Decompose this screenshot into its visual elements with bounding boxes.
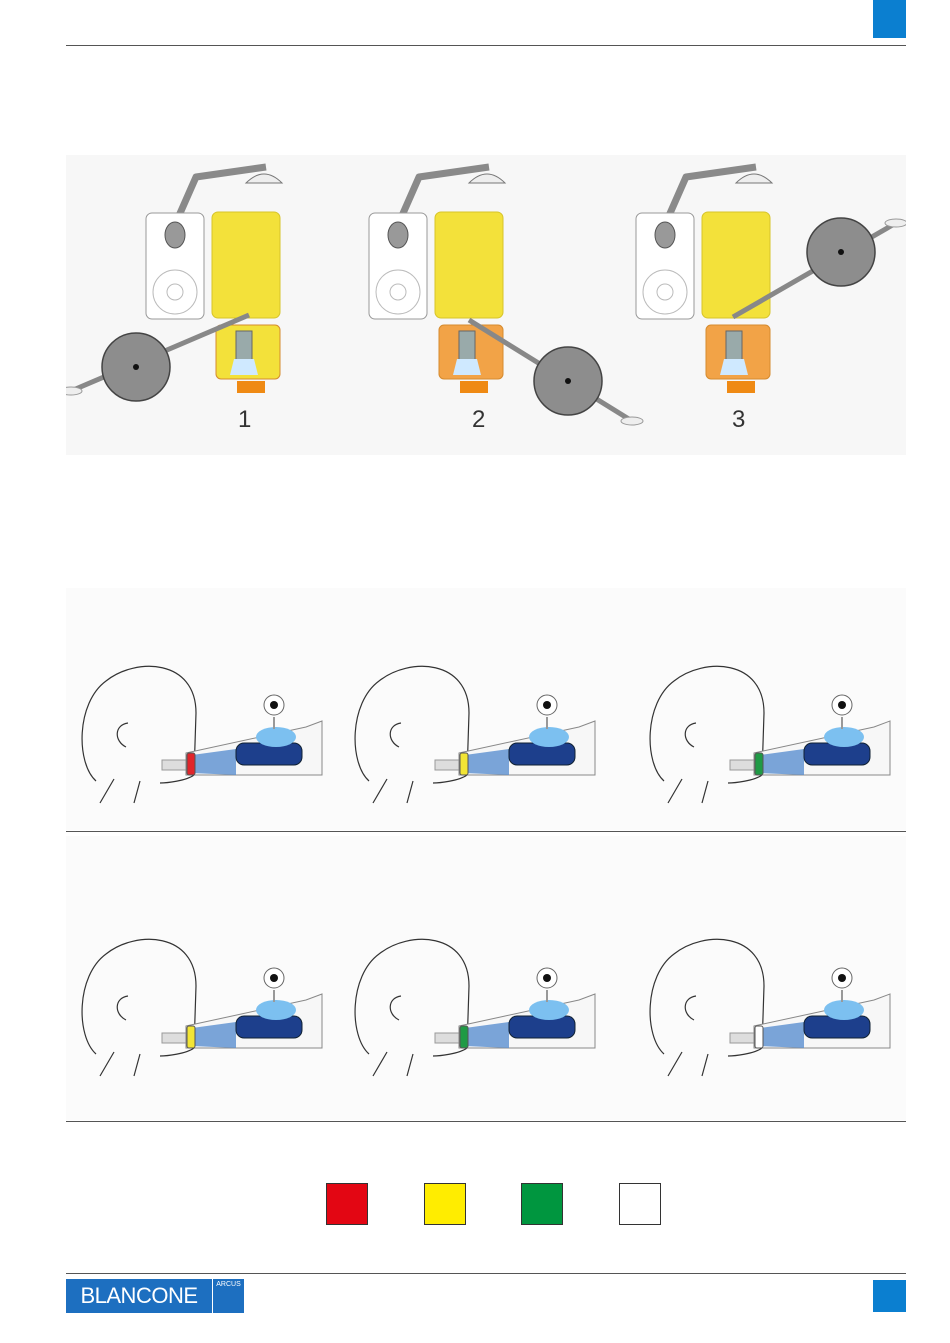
display-icon <box>824 727 864 747</box>
stool-hub <box>565 378 571 384</box>
legend-swatch-yellow <box>424 1183 466 1225</box>
legend-swatch-red <box>326 1183 368 1225</box>
stool-hub <box>838 249 844 255</box>
foot-rest <box>237 381 265 393</box>
legend-swatch-white <box>619 1183 661 1225</box>
positioning-diagram <box>66 155 906 455</box>
status-band <box>460 1026 468 1048</box>
stool-hub <box>133 364 139 370</box>
foot-rest <box>460 381 488 393</box>
display-icon <box>529 1000 569 1020</box>
display-icon <box>256 1000 296 1020</box>
chair-back <box>212 212 280 318</box>
panel-divider-1 <box>66 831 906 832</box>
teeth-icon <box>435 760 461 770</box>
headrest-icon <box>726 331 742 363</box>
light-beam <box>720 359 748 375</box>
teeth-icon <box>162 760 188 770</box>
teeth-icon <box>730 760 756 770</box>
pedal-tip <box>885 219 906 227</box>
pedal-tip <box>621 417 643 425</box>
status-band <box>460 753 468 775</box>
headrest-icon <box>236 331 252 363</box>
status-band <box>755 753 763 775</box>
panel-divider-2 <box>66 1121 906 1122</box>
status-band <box>755 1026 763 1048</box>
cabinet-knob-icon <box>388 222 408 248</box>
legend-swatch-green <box>521 1183 563 1225</box>
brand-logo-text: BLANCONE <box>66 1279 212 1313</box>
chair-back <box>435 212 503 318</box>
teeth-icon <box>162 1033 188 1043</box>
teeth-icon <box>435 1033 461 1043</box>
light-beam <box>230 359 258 375</box>
brand-logo-sub: ARCUS <box>213 1279 244 1313</box>
cabinet-knob-icon <box>165 222 185 248</box>
header-page-tab <box>873 0 906 38</box>
position-label-2: 2 <box>472 406 485 434</box>
display-icon <box>529 727 569 747</box>
pedal-tip <box>66 387 82 395</box>
position-label-1: 1 <box>238 406 251 434</box>
position-label-3: 3 <box>732 406 745 434</box>
status-band <box>187 1026 195 1048</box>
light-beam <box>453 359 481 375</box>
header-rule <box>66 45 906 46</box>
footer-page-tab <box>873 1280 906 1312</box>
display-icon <box>824 1000 864 1020</box>
headrest-icon <box>459 331 475 363</box>
head-panel-row-1 <box>66 588 906 830</box>
status-band <box>187 753 195 775</box>
display-icon <box>256 727 296 747</box>
foot-rest <box>727 381 755 393</box>
footer-rule <box>66 1273 906 1274</box>
brand-logo: BLANCONE ARCUS <box>66 1279 244 1313</box>
head-panel-row-2 <box>66 836 906 1120</box>
teeth-icon <box>730 1033 756 1043</box>
cabinet-knob-icon <box>655 222 675 248</box>
